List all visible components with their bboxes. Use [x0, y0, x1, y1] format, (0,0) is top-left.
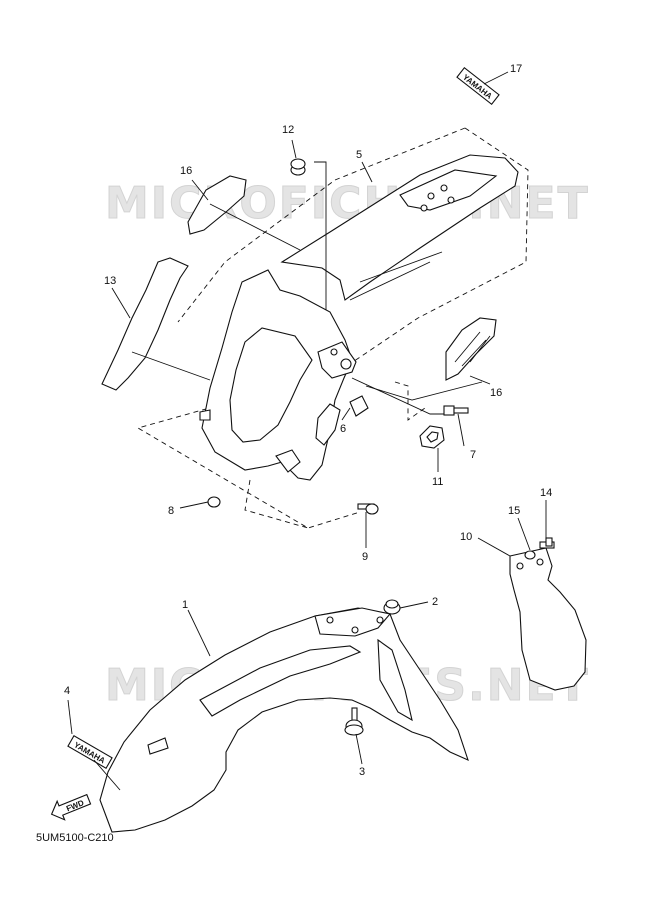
callout-11: 11	[432, 476, 443, 488]
bolt-part-3	[344, 707, 364, 736]
callout-17: 17	[510, 63, 522, 75]
grommet-part-12	[290, 158, 306, 176]
decal-part-17: YAMAHA	[456, 66, 500, 106]
callout-numbers: 1 2 3 4 5 6 7 8 9 10 11 12 13 14 15 16 1…	[64, 63, 552, 778]
callout-10: 10	[460, 531, 472, 543]
callout-9: 9	[362, 551, 368, 563]
callout-8: 8	[168, 505, 174, 517]
washer-part-11	[419, 425, 445, 449]
decal-part-4: YAMAHA	[67, 735, 113, 769]
leader-lines	[67, 71, 547, 791]
callout-2: 2	[432, 596, 438, 608]
rear-fender-assembly	[136, 127, 529, 529]
callout-16-right: 16	[490, 387, 502, 399]
callout-15: 15	[508, 505, 520, 517]
nut-part-8	[207, 496, 221, 508]
diagram-code: 5UM5100-C210	[36, 832, 114, 844]
fwd-label: FWD	[65, 798, 85, 813]
callout-16-upper: 16	[180, 165, 192, 177]
bolt-part-7	[443, 405, 469, 416]
washer-part-15	[524, 550, 536, 560]
callout-7: 7	[470, 449, 476, 461]
bolt-part-2	[383, 599, 401, 615]
sticker-part-16-upper	[187, 175, 247, 235]
callout-14: 14	[540, 487, 552, 499]
callout-12: 12	[282, 124, 294, 136]
callout-1: 1	[182, 599, 188, 611]
callout-6: 6	[340, 423, 346, 435]
screw-part-14	[539, 537, 555, 549]
callout-5: 5	[356, 149, 362, 161]
side-cover-part-13	[101, 257, 189, 391]
callout-13: 13	[104, 275, 116, 287]
screw-part-9	[357, 503, 379, 515]
bracket-part-6	[349, 395, 369, 417]
mud-flap-part-10	[509, 547, 587, 691]
callout-4: 4	[64, 685, 70, 697]
sticker-part-16-right	[445, 317, 497, 381]
callout-3: 3	[359, 766, 365, 778]
fwd-arrow-icon: FWD	[50, 793, 92, 821]
front-fender-part-1	[99, 607, 469, 833]
